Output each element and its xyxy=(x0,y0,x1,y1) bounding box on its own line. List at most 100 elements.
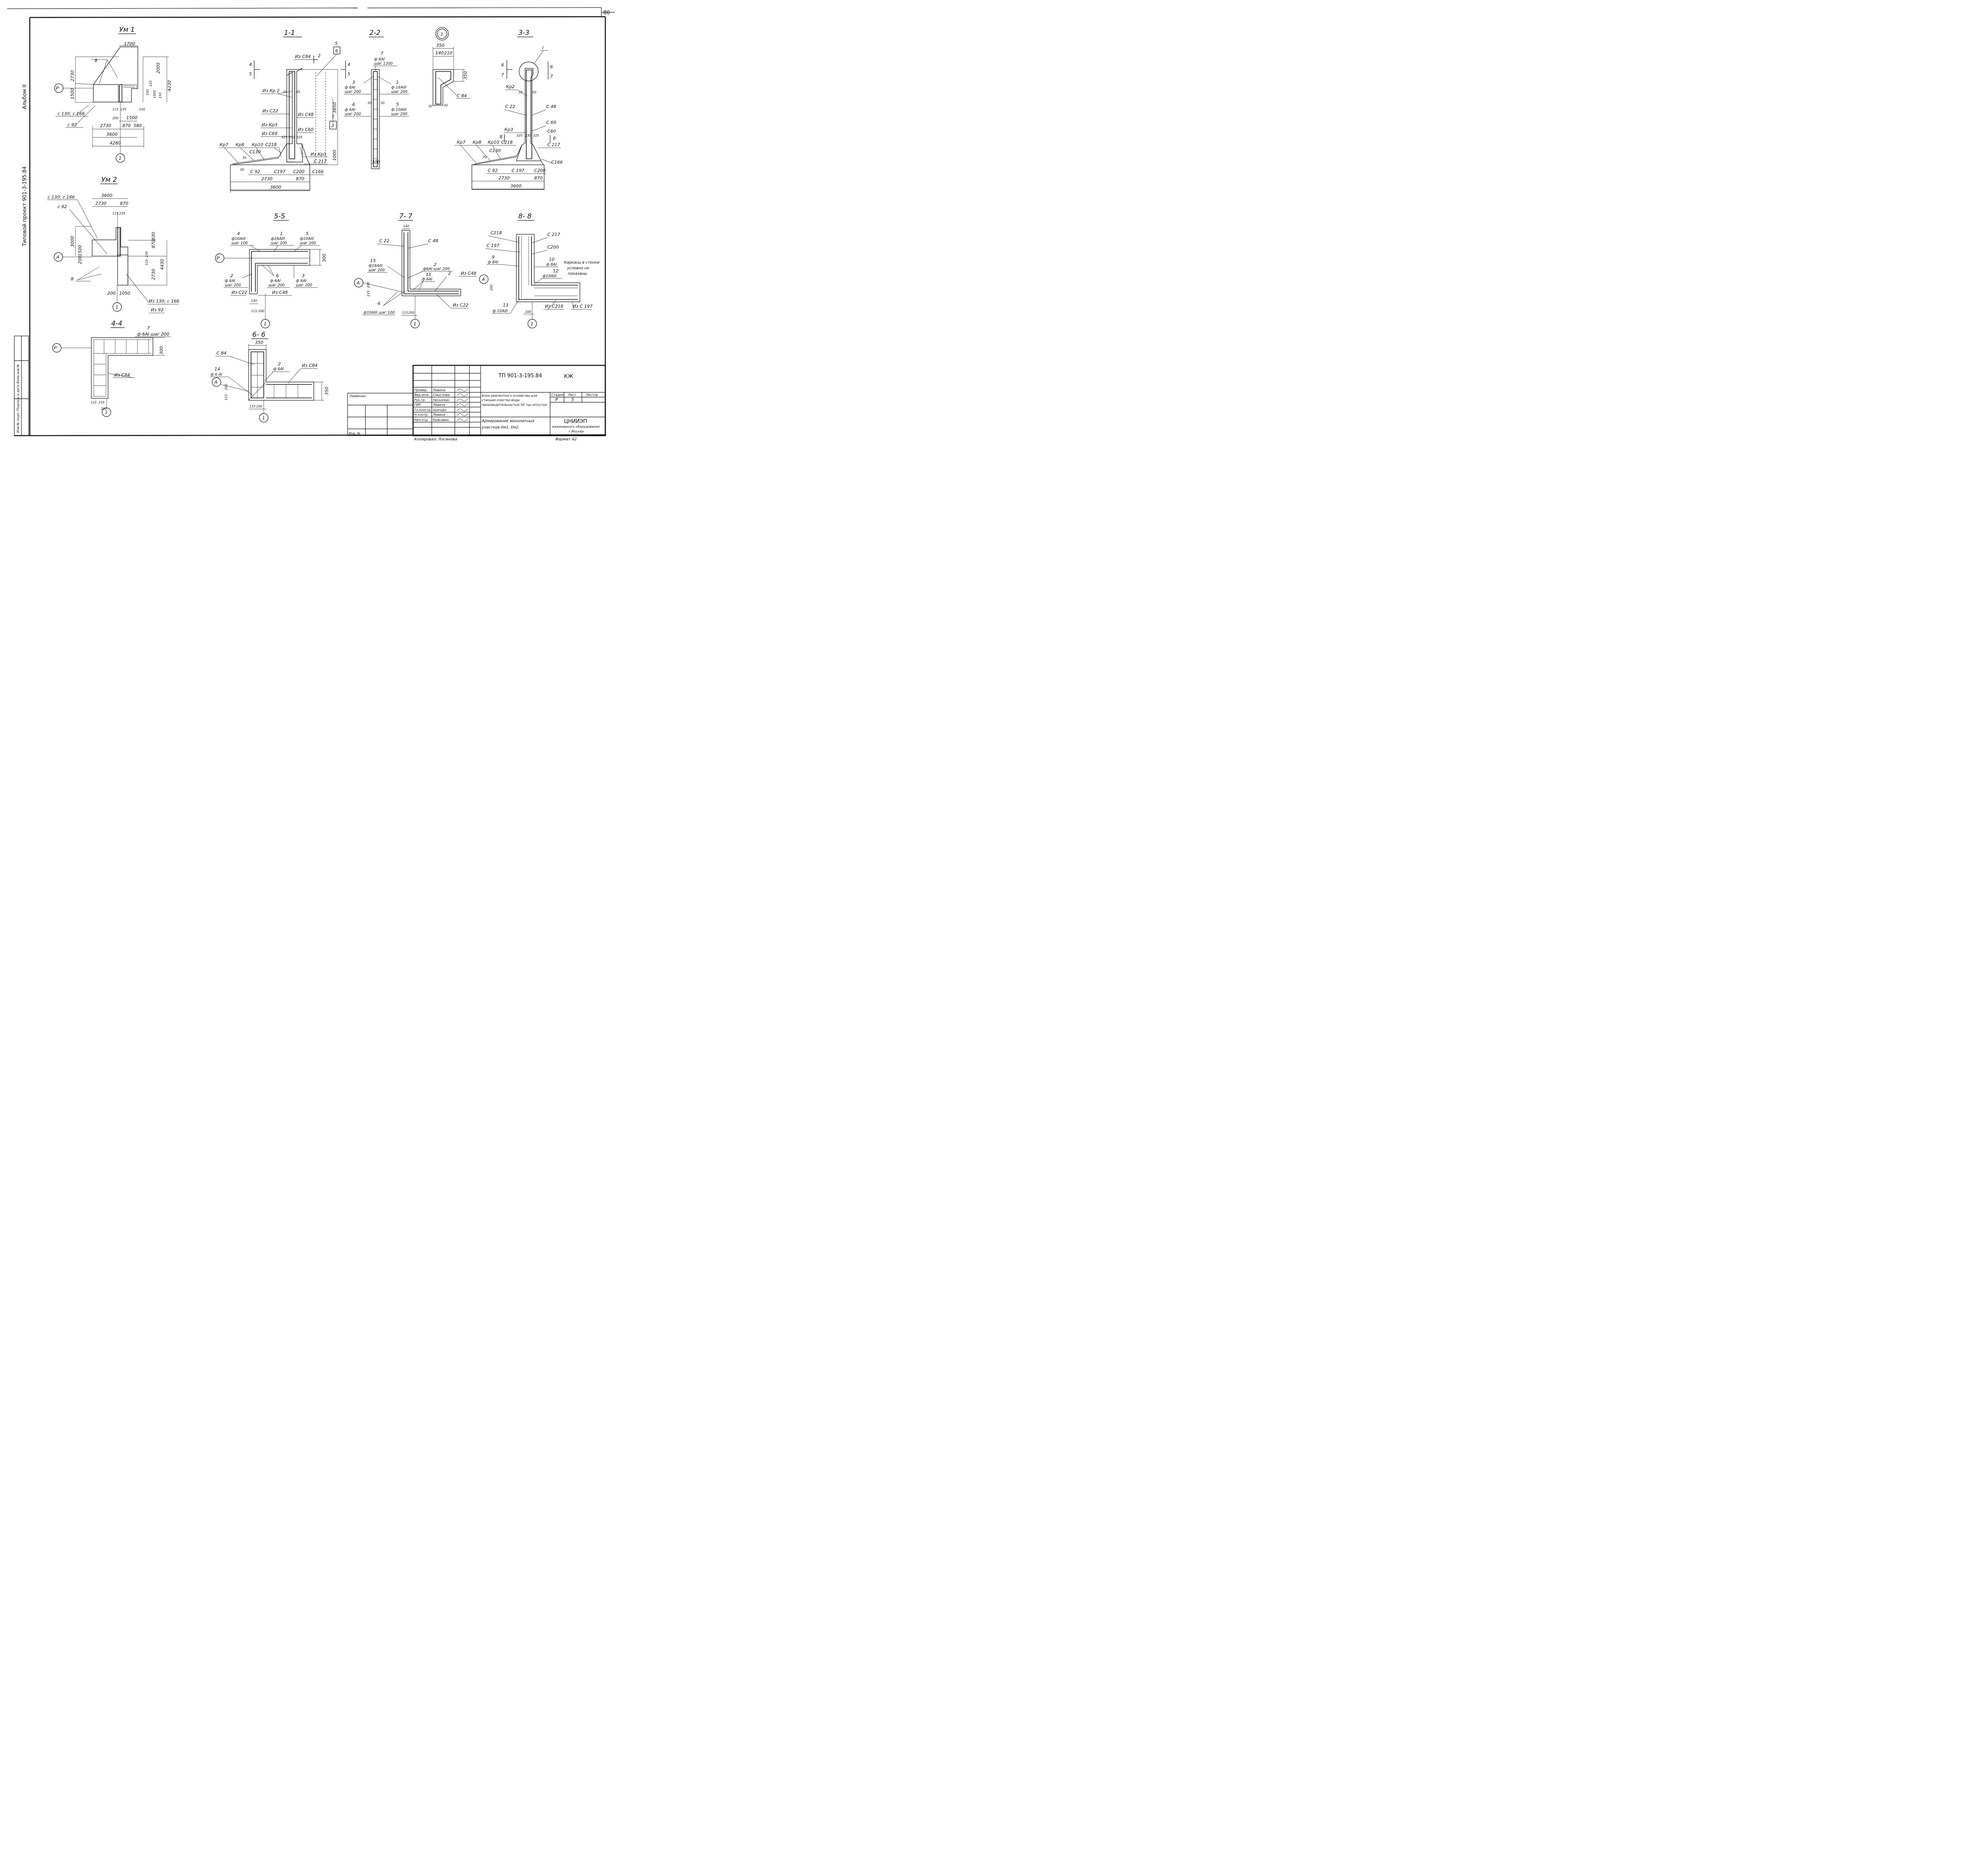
v33-label-c130: С130 xyxy=(489,148,501,153)
um2-mark-8: 8 xyxy=(71,276,73,282)
n1-label-c84: С 84 xyxy=(457,93,467,98)
um2-axis-1: 1 xyxy=(116,305,118,310)
sheet-frame: 80 xyxy=(7,7,615,436)
um2-dim: 1500 xyxy=(77,245,83,256)
v55-bar: ф16АIII xyxy=(271,237,285,241)
v11-label-c92: С 92 xyxy=(250,169,260,174)
v22-bar: ф 6АI xyxy=(345,108,355,112)
um1-title: Ум 1 xyxy=(119,26,135,34)
v11-dim: 250 xyxy=(289,135,295,139)
v77-bar: ф16АIII xyxy=(369,264,383,268)
v88-label-c200: С200 xyxy=(547,245,559,250)
v55-step: шаг 200 xyxy=(225,283,241,288)
v77-label-iz22: Из С22 xyxy=(453,303,468,308)
tb-sheets-head: Листов xyxy=(585,393,598,397)
um2-label-iz130: Из 130; с 166 xyxy=(149,299,179,304)
v55-mark: 4 xyxy=(237,231,240,236)
v66-dim: 200 xyxy=(256,405,262,408)
v55-mark: 5 xyxy=(306,231,309,236)
v66-dim: 200 xyxy=(224,384,228,390)
v77-dim: 115 xyxy=(402,311,408,315)
v33-mark: 8 xyxy=(500,134,502,139)
v11-dim: 3600 xyxy=(270,185,281,190)
n1-dim: 210 xyxy=(444,50,452,56)
v11-label-kr10: Кр10 xyxy=(252,142,263,147)
um1-dim: 2005 xyxy=(156,62,161,73)
v55-axis-1: 1 xyxy=(264,321,267,326)
um2-dim: 2730 xyxy=(95,201,106,206)
v88-label-iz218: Из С218 xyxy=(545,304,563,309)
v33-label-c69: С 69 xyxy=(546,120,556,125)
v11-dim: 870 xyxy=(296,176,304,181)
v55-label-c22: Из С22 xyxy=(232,290,247,295)
um1-dim: 3600 xyxy=(106,132,118,137)
tb-name: Левина xyxy=(433,403,445,407)
tb-sheet-title: участков Ум1, Ум2. xyxy=(481,425,520,430)
tb-role: Нач.отд. xyxy=(414,418,429,422)
n1-cover: 30 xyxy=(428,104,432,108)
v11-dim: 325 xyxy=(281,135,287,139)
v66-bar: ф 6АI xyxy=(273,367,284,371)
sheet-number: 80 xyxy=(603,10,610,16)
um1-dim: 4230 xyxy=(167,80,172,91)
v66-dim: 350 xyxy=(324,387,329,395)
view-1-1: 1-1 3650 1000 5 6 Из С84 2 4 5 4 5 Из Кр xyxy=(218,29,350,193)
v77-dim: 200 xyxy=(408,311,414,315)
v88-bar: ф 10АIII xyxy=(493,309,508,313)
v33-label-c92: С 92 xyxy=(488,168,498,173)
v55-label-c48: Из С48 xyxy=(272,290,288,295)
v77-step: шаг 200 xyxy=(369,268,385,272)
v22-cover: 30 xyxy=(367,101,371,105)
v77-label-iz48: Из С48 xyxy=(461,271,476,276)
v55-title: 5-5 xyxy=(274,212,285,220)
v55-dim: 200 xyxy=(258,309,264,313)
tb-org: инженерного оборудования xyxy=(552,425,600,428)
v11-label-kr2: Из Кр 2 xyxy=(263,88,280,93)
v11-label-c166: С166 xyxy=(312,169,324,174)
v55-bar: ф 6АI xyxy=(225,279,236,283)
um2-dim: 3000 xyxy=(70,236,75,247)
v22-step: шаг 200 xyxy=(391,90,408,94)
tb-role: ГИП xyxy=(414,403,421,407)
v55-step: шаг 200 xyxy=(300,241,316,245)
v66-axis-a: А xyxy=(214,380,218,385)
v11-mark: 4 xyxy=(249,62,252,67)
view-3-3: 3-3 I 6 7 6 7 Кр2 30 50 С 22 С 48 С 69 К… xyxy=(455,29,563,190)
tb-name: Левина xyxy=(433,388,445,392)
tb-sheet-head: Лист xyxy=(568,393,576,397)
v55-dim: 115 xyxy=(251,309,257,313)
v33-dim: 325 xyxy=(533,134,539,137)
v33-label-c22: С 22 xyxy=(505,104,515,109)
view-8-8: 8- 8 С218 С 217 С 197 С200 9 ф 8АI 10 ф … xyxy=(479,212,599,328)
v11-label-c22: Из С22 xyxy=(263,108,278,114)
v33-mark: 7 xyxy=(501,72,504,77)
v44-mark-7: 7 xyxy=(147,326,150,331)
um2-label-c130: с 130; с 166 xyxy=(48,195,75,200)
um1-dim: 1700 xyxy=(124,41,135,46)
v88-label-iz197: Из С 197 xyxy=(573,304,593,309)
um1-dim: 4280 xyxy=(110,141,121,146)
n1-cover: 30 xyxy=(444,104,448,107)
v55-step: шаг 200 xyxy=(296,283,312,288)
v11-label-c217: С 217 xyxy=(314,159,326,164)
left-stamp-strip: Инв.№ подл. Подпись и дата Взам.инв.№ xyxy=(14,336,29,436)
um1-dim: 1500 xyxy=(70,88,75,99)
um1-mark-8: 8 xyxy=(95,58,97,63)
v44-dim: 235 xyxy=(99,401,104,404)
view-5-5: 5-5 4 ф10АIII шаг 100 1 ф16АIII шаг 200 … xyxy=(215,212,327,328)
v11-label-kr3: Из Кр3 xyxy=(262,122,277,127)
v33-cover: 30 xyxy=(483,155,487,159)
um2-axis-a: А xyxy=(56,255,60,260)
v11-cover: 30 xyxy=(296,90,300,94)
v88-label-c197: С 197 xyxy=(487,243,499,248)
tb-role: Гл.констр. xyxy=(414,408,432,412)
view-um2: Ум 2 3600 2730 870 115 235 3000 1500 200… xyxy=(47,176,179,313)
um1-axis-r: Р' xyxy=(56,86,60,91)
um2-dim: 870 xyxy=(151,240,156,248)
v77-bar: ф10АIII шаг 100 xyxy=(363,311,395,315)
v66-label-iz84: Из С84 xyxy=(302,363,317,368)
v22-bar: ф 6АI xyxy=(345,85,355,90)
v88-label-c217: С 217 xyxy=(547,232,560,237)
um1-dim: 2730 xyxy=(70,70,75,81)
um1-dim: 150 xyxy=(158,93,162,98)
